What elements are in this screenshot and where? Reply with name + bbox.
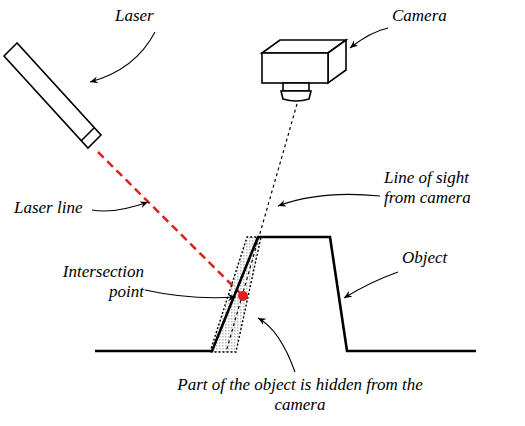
line-of-sight-label: Line of sight from camera [384,168,504,208]
laser-line-label: Laser line [14,198,94,218]
hidden-part-label: Part of the object is hidden from the ca… [150,375,450,415]
camera-body [262,40,346,101]
laser-body [4,43,101,148]
intersection-label: Intersection point [24,262,144,302]
leader-lines [90,28,398,372]
camera-label: Camera [392,6,472,26]
object-label: Object [402,248,482,268]
laser-label: Laser [115,6,175,26]
intersection-dot [238,291,248,301]
